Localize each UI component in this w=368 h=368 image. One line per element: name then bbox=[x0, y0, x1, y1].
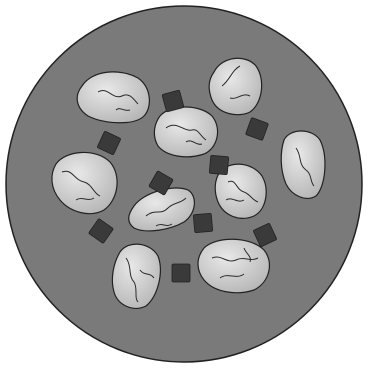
small-square-particle bbox=[193, 213, 213, 233]
large-particle bbox=[154, 107, 217, 157]
small-square-particle bbox=[172, 264, 190, 282]
large-particle bbox=[198, 239, 269, 293]
large-particle bbox=[209, 58, 261, 114]
large-particle bbox=[77, 72, 149, 123]
small-square-particle bbox=[209, 155, 229, 175]
